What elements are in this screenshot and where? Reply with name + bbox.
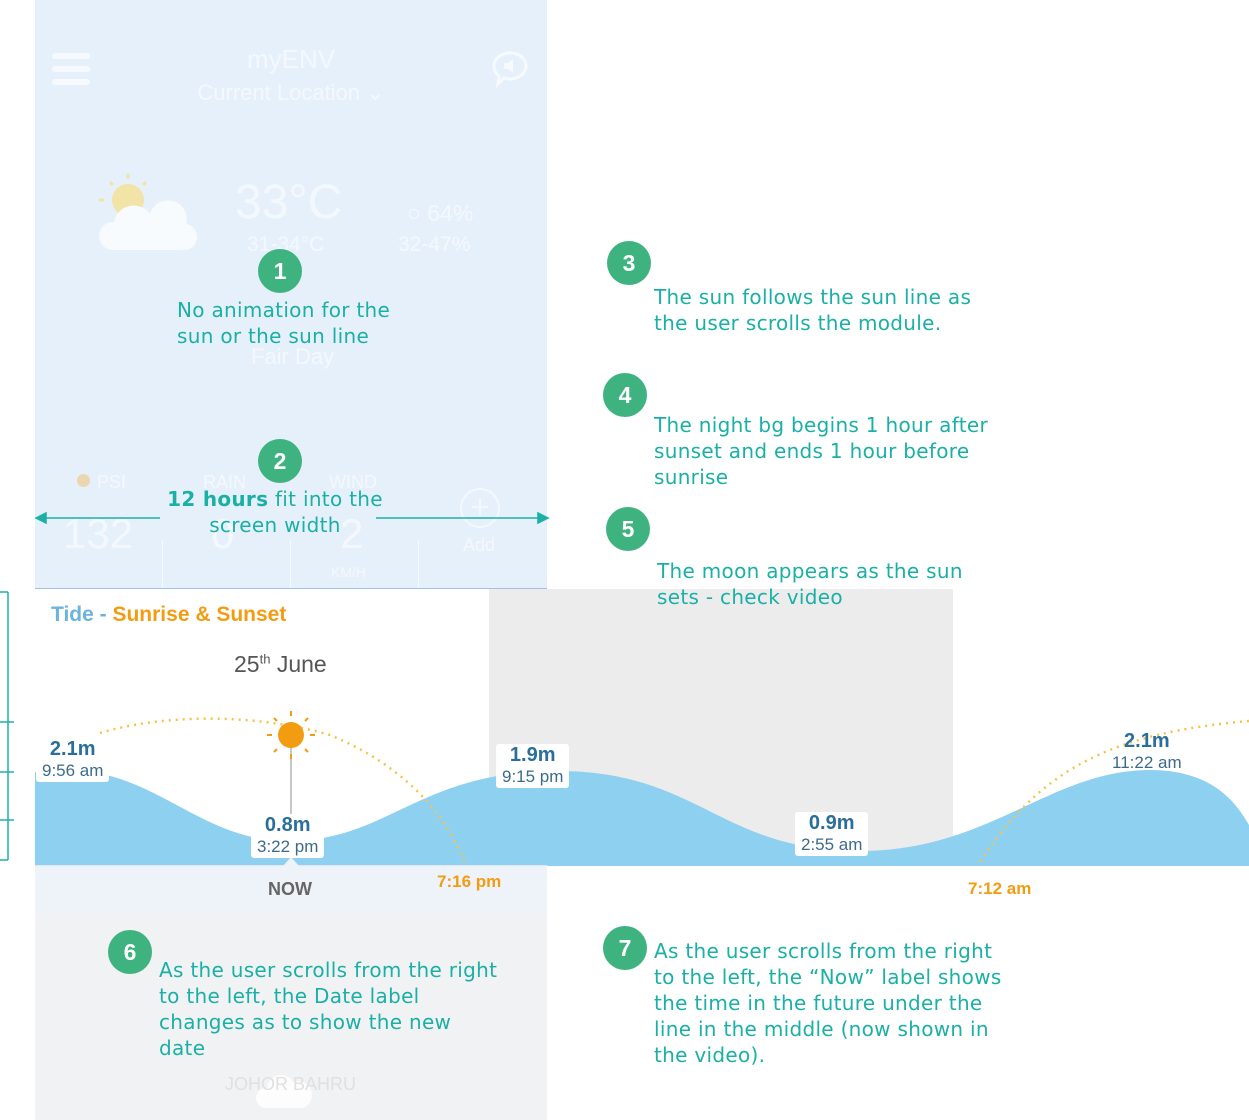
annotation-note-2: 12 hours fit into the screen width xyxy=(165,486,385,538)
speaker-bubble-icon[interactable] xyxy=(490,50,530,88)
module-title: Tide - Sunrise & Sunset xyxy=(51,603,286,627)
annotation-note-6: As the user scrolls from the right to th… xyxy=(159,958,498,1060)
tide-title[interactable]: Tide xyxy=(51,603,94,626)
sun-line xyxy=(99,717,468,866)
annotation-note-5: The moon appears as the sun sets - check… xyxy=(657,559,963,609)
wind-value: 2 xyxy=(340,510,364,557)
date-suffix: th xyxy=(259,651,271,667)
location-selector[interactable]: Current Location ⌄ xyxy=(35,80,547,106)
annotation-note-3: The sun follows the sun line as the user… xyxy=(654,285,972,335)
annotation-marker-6: 6 xyxy=(108,930,152,974)
phone-screen-faded: myENV Current Location ⌄ 33°C 31-34°C ○ … xyxy=(35,0,547,588)
cloud-icon xyxy=(255,1075,312,1108)
humidity-range: 32-47% xyxy=(398,233,471,256)
annotation-note-1: No animation for the sun or the sun line xyxy=(177,298,391,348)
tide-label: 2.1m 11:22 am xyxy=(1112,730,1182,773)
annotation-note-2-bold: 12 hours xyxy=(167,487,269,511)
tide-module-top-border xyxy=(35,588,547,589)
sunrise-time: 7:12 am xyxy=(968,879,1032,898)
sunset-time: 7:16 pm xyxy=(437,872,502,891)
annotation-note-7: As the user scrolls from the right to th… xyxy=(654,939,1002,1067)
date-month: June xyxy=(270,651,327,677)
tide-label: 0.8m 3:22 pm xyxy=(251,814,325,858)
tide-label: 1.9m 9:15 pm xyxy=(496,744,570,788)
droplet-icon: ○ xyxy=(407,200,421,226)
annotation-marker-3: 3 xyxy=(607,241,651,285)
app-title: myENV xyxy=(246,44,336,74)
add-plus-icon[interactable]: + xyxy=(460,488,500,528)
annotation-marker-1: 1 xyxy=(258,249,302,293)
now-label: NOW xyxy=(268,879,312,899)
now-pointer xyxy=(283,857,299,866)
sunrise-sunset-title[interactable]: Sunrise & Sunset xyxy=(112,603,287,626)
humidity: ○ 64% xyxy=(407,200,473,227)
annotation-note-4: The night bg begins 1 hour after sunset … xyxy=(654,413,988,489)
width-arrow xyxy=(34,511,550,525)
date-label: 25th June xyxy=(234,651,327,678)
title-separator: - xyxy=(93,603,113,626)
psi-dot xyxy=(77,474,90,487)
date-day: 25 xyxy=(234,651,260,677)
annotation-marker-7: 7 xyxy=(603,926,647,970)
stat-divider xyxy=(418,540,419,588)
wind-unit: KM/H xyxy=(331,564,366,580)
psi-label: PSI xyxy=(97,472,127,492)
stat-divider xyxy=(162,540,163,588)
hamburger-icon[interactable] xyxy=(35,50,105,90)
annotation-note-2-text: fit into the screen width xyxy=(209,487,383,537)
add-label: Add xyxy=(463,535,496,555)
partly-cloudy-icon xyxy=(98,174,198,251)
tide-label: 0.9m 2:55 am xyxy=(795,812,869,856)
sun-icon xyxy=(267,711,315,759)
tide-wave xyxy=(35,769,1249,866)
stat-divider xyxy=(290,540,291,588)
wind-label: WIND xyxy=(329,472,377,492)
annotation-marker-4: 4 xyxy=(603,373,647,417)
rain-label: RAIN xyxy=(203,472,247,492)
faded-location: JOHOR BAHRU xyxy=(225,1074,357,1094)
temperature-value: 33°C xyxy=(235,176,343,229)
rain-value: 0 xyxy=(211,510,235,557)
humidity-value: 64% xyxy=(427,200,474,226)
weather-condition: Fair Day xyxy=(251,344,335,369)
temperature-range: 31-34°C xyxy=(247,233,325,256)
annotation-marker-2: 2 xyxy=(258,439,302,483)
location-label: Current Location xyxy=(197,80,361,105)
tide-label: 2.1m 9:56 am xyxy=(36,738,110,782)
annotation-marker-5: 5 xyxy=(606,507,650,551)
chevron-down-icon: ⌄ xyxy=(366,80,385,105)
